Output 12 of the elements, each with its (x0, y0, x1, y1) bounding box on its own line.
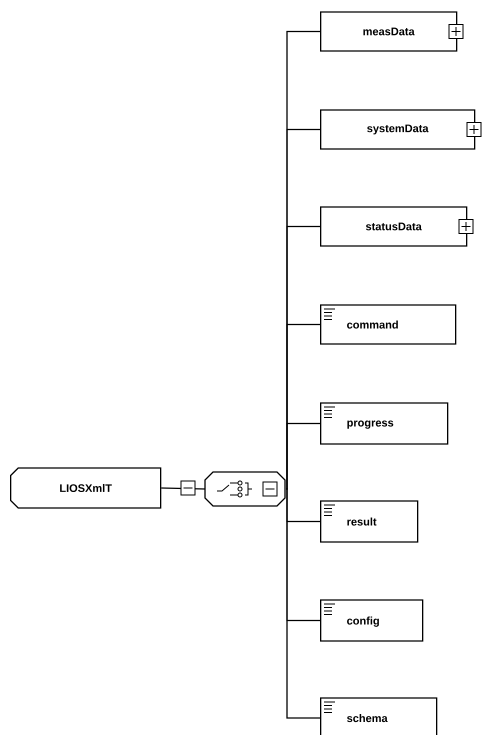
connector (286, 488, 320, 719)
element-box: command (320, 304, 456, 345)
connector (161, 487, 206, 490)
element-box: systemData (320, 109, 476, 150)
element-box: statusData (320, 206, 468, 247)
element-box: result (320, 500, 418, 543)
element-box: schema (320, 697, 438, 735)
element-box: progress (320, 402, 448, 445)
connector (286, 422, 320, 490)
element-box: LIOSXmlT (10, 467, 162, 509)
element-box: measData (320, 11, 458, 52)
element-box: config (320, 599, 424, 642)
